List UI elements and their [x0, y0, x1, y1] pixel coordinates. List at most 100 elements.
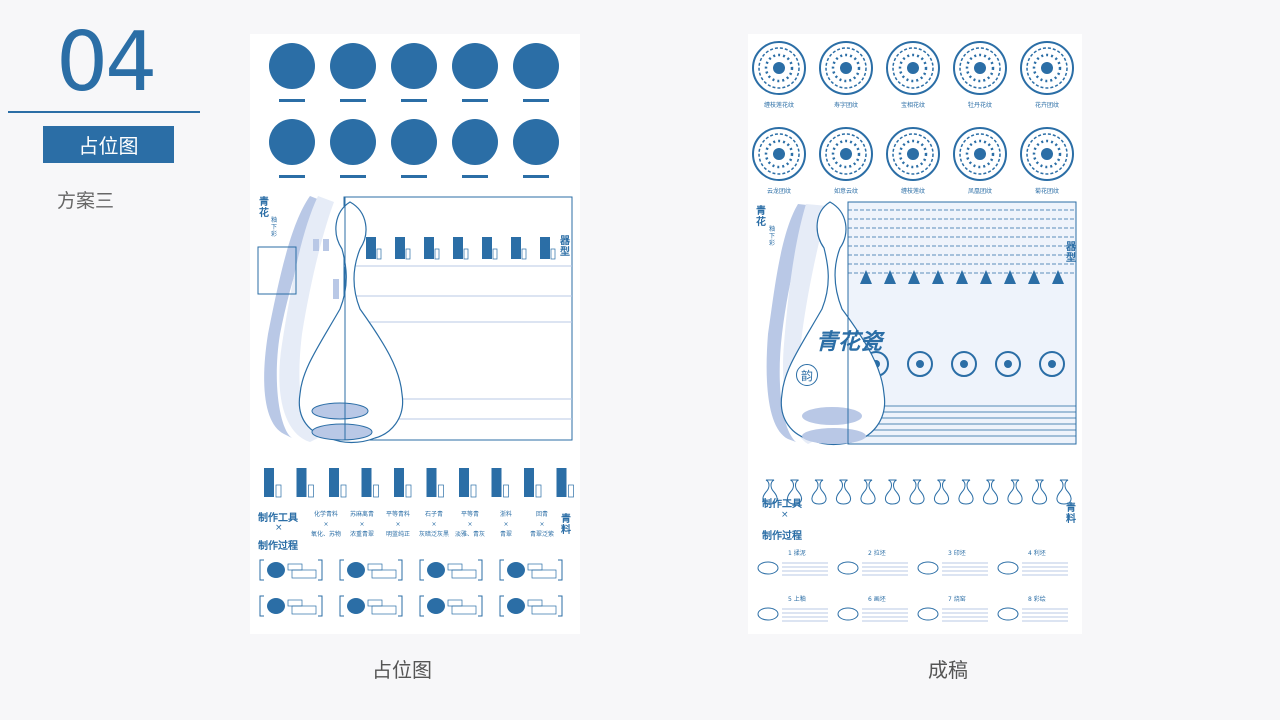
placeholder-title: 青花 — [259, 197, 269, 219]
placeholder-step-text-box — [451, 569, 477, 579]
section-number: 04 — [56, 15, 157, 110]
placeholder-tool-item: 苏麻离青 × 浓重青翠 — [344, 510, 380, 540]
placeholder-silhouette-tag — [568, 484, 574, 498]
process-step-title: 8 彩绘 — [1028, 596, 1046, 603]
final-title: 青花 — [756, 206, 766, 228]
placeholder-tool-item: 平等青×淡雅、青灰 — [452, 510, 488, 540]
placeholder-silhouette-bar — [264, 468, 274, 497]
placeholder-step-icon — [347, 562, 365, 578]
placeholder-step-tag — [287, 599, 303, 607]
placeholder-pattern-circle — [330, 43, 376, 89]
pattern-name: 如意云纹 — [833, 188, 858, 195]
placeholder-silhouette-bar — [491, 468, 502, 497]
placeholder-shape-tag — [463, 248, 469, 260]
placeholder-silhouette-tag — [535, 484, 542, 498]
process-step-icon — [917, 607, 939, 621]
ornament-petal — [1028, 270, 1040, 284]
final-subtitle: 釉下彩 — [769, 226, 776, 247]
placeholder-process-label: 制作过程 — [258, 541, 298, 552]
placeholder-tool-item: 化学青料×氧化、苏物 — [308, 510, 344, 540]
placeholder-step-tag — [367, 563, 383, 571]
pattern-medallion — [953, 41, 1007, 95]
process-step-title: 4 利坯 — [1028, 550, 1046, 557]
tool-name: 平等青 — [460, 511, 479, 518]
tool-name: 苏麻离青 — [349, 511, 374, 518]
ornament-flower — [1039, 351, 1065, 377]
ornament-petal — [956, 270, 968, 284]
tool-name: 化学青料 — [313, 511, 338, 518]
ornament-flower-center — [960, 360, 968, 368]
placeholder-silhouette-bar — [524, 468, 534, 497]
placeholder-pattern-label-bar — [279, 99, 305, 102]
ornament-flower — [995, 351, 1021, 377]
placeholder-tool-list: 化学青料×氧化、苏物苏麻离青×浓重青翠平等青料×明蓝纯正石子青×灰暗泛灰黑平等青… — [308, 510, 558, 546]
placeholder-pattern-label-bar — [401, 99, 427, 102]
placeholder-silhouette-tag — [470, 484, 477, 498]
pattern-name: 凤凰团纹 — [967, 188, 992, 195]
placeholder-step-text-box — [371, 605, 397, 615]
placeholder-pattern-circle — [513, 43, 559, 89]
tool-desc: 明蓝纯正 — [385, 531, 410, 538]
process-step-title: 7 烧窑 — [948, 596, 966, 603]
final-tools-label: 制作工具 — [762, 499, 802, 510]
pattern-name-list: 缠枝莲花纹寿字团纹宝相花纹牡丹花纹花卉团纹云龙团纹如意云纹缠枝莲纹凤凰团纹菊花团… — [748, 34, 1082, 204]
vessel-silhouette — [958, 479, 974, 505]
pattern-medallion — [886, 127, 940, 181]
placeholder-pigment-label: 青料 — [561, 514, 571, 536]
placeholder-step-bracket — [499, 559, 563, 581]
caption-final: 成稿 — [928, 658, 968, 682]
placeholder-shape-tag — [521, 248, 527, 260]
placeholder-shape-tag — [550, 248, 556, 260]
placeholder-shape-bar — [453, 237, 463, 259]
ornament-petal — [884, 270, 896, 284]
tool-cross: × — [359, 521, 365, 528]
pattern-name: 花卉团纹 — [1034, 102, 1059, 109]
placeholder-pattern-label-bar — [340, 175, 366, 178]
placeholder-tool-item: 平等青料×明蓝纯正 — [380, 510, 416, 540]
ornament-flower-center — [916, 360, 924, 368]
placeholder-pattern-circle — [269, 119, 315, 165]
placeholder-panel: 青花 釉下彩 器型 制作工具 × 制作过程 青料 化学青料×氧化、苏物苏麻离青×… — [250, 34, 580, 634]
placeholder-step-text-box — [531, 569, 557, 579]
tool-cross: × — [431, 521, 437, 528]
placeholder-silhouette-tag — [373, 484, 379, 498]
placeholder-artwork — [257, 43, 574, 617]
placeholder-pattern-circle — [391, 43, 437, 89]
tool-cross: × — [539, 521, 545, 528]
placeholder-shape-bar — [424, 237, 434, 259]
vessel-silhouette — [933, 479, 950, 505]
process-step-icon — [837, 561, 859, 575]
pattern-medallion — [819, 127, 873, 181]
placeholder-tool-item: 石子青 × 灰暗泛灰黑 — [416, 510, 452, 540]
final-shape-label: 器型 — [1066, 242, 1076, 264]
final-art-seal: 韵 — [796, 364, 818, 386]
ornament-petal — [908, 270, 920, 284]
pattern-medallion — [1020, 127, 1074, 181]
placeholder-step-bracket — [259, 559, 323, 581]
placeholder-silhouette-bar — [329, 468, 339, 497]
placeholder-pattern-label-bar — [401, 175, 427, 178]
placeholder-pattern-circle — [330, 119, 376, 165]
pattern-name: 云龙团纹 — [766, 188, 791, 195]
placeholder-pattern-label-bar — [523, 175, 549, 178]
placeholder-pattern-label-bar — [340, 99, 366, 102]
tool-desc: 灰暗泛灰黑 — [418, 531, 449, 538]
placeholder-step-tag — [287, 563, 303, 571]
placeholder-step-bracket — [499, 595, 563, 617]
placeholder-silhouette-tag — [308, 484, 314, 498]
tool-desc: 浓重青翠 — [349, 531, 374, 538]
placeholder-step-tag — [527, 563, 543, 571]
tool-desc: 淡雅、青灰 — [454, 531, 485, 538]
placeholder-step-bracket — [419, 559, 483, 581]
placeholder-pattern-circle — [513, 119, 559, 165]
tool-desc: 氧化、苏物 — [310, 531, 341, 538]
placeholder-silhouette-tag — [438, 484, 444, 498]
vessel-silhouette — [762, 479, 778, 505]
placeholder-step-icon — [507, 562, 525, 578]
final-artwork — [752, 41, 1077, 622]
placeholder-step-icon — [427, 598, 445, 614]
tool-name: 石子青 — [424, 511, 443, 518]
final-art-title: 青花瓷 — [816, 329, 883, 355]
placeholder-silhouette-tag — [275, 484, 282, 498]
